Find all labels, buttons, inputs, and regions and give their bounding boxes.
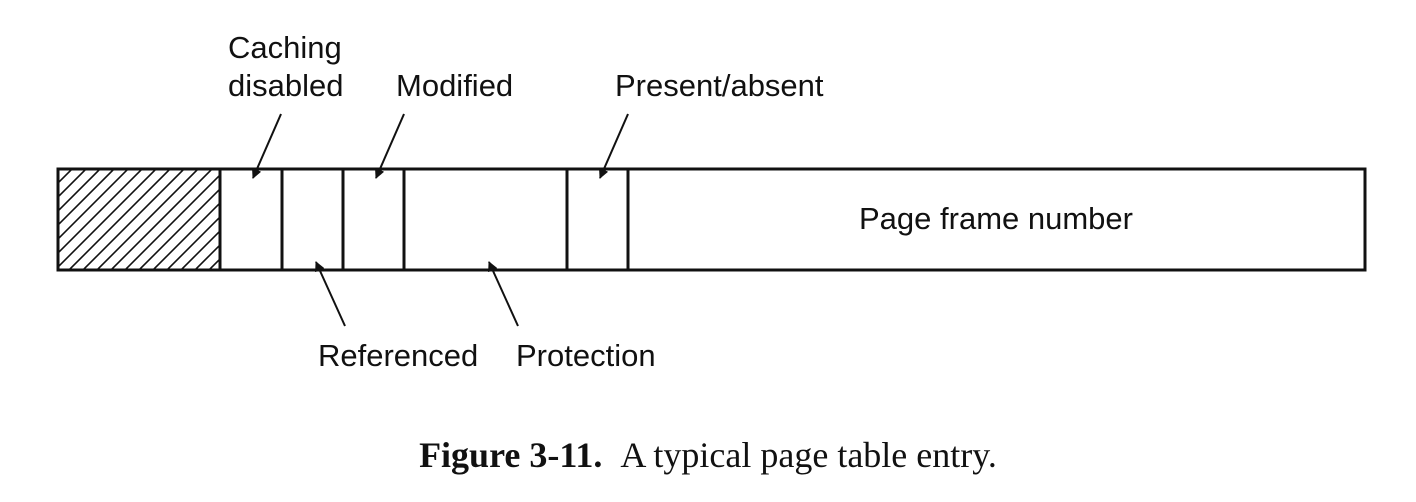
hatch-line (96, 169, 199, 270)
hatch-line (58, 169, 101, 213)
hatch-line (58, 169, 73, 185)
hatch-line (265, 169, 366, 270)
hatch-line (237, 169, 338, 270)
hatch-line (208, 257, 220, 270)
hatch-line (279, 169, 380, 270)
hatch-line (180, 229, 220, 270)
protection-arrow (488, 261, 519, 327)
hatch-line (58, 169, 87, 199)
referenced-label: Referenced (318, 338, 478, 373)
hatch-line (58, 169, 115, 227)
hatch-line (194, 243, 220, 270)
hatch-line (68, 169, 171, 270)
hatch-line (138, 187, 220, 270)
hatch-line (58, 169, 143, 255)
protection-label: Protection (516, 338, 656, 373)
hatch-line (152, 201, 220, 270)
referenced-arrow (315, 261, 346, 327)
hatch-line (223, 169, 324, 270)
hatch-line (110, 169, 213, 270)
hatch-line (166, 215, 220, 270)
caching-disabled-label-line1: Caching (228, 30, 342, 65)
unused-bits-hatched-field (58, 169, 408, 270)
hatch-line (124, 173, 220, 270)
page-table-entry-outline (56, 167, 1367, 272)
modified-label: Modified (396, 68, 513, 103)
modified-arrow (375, 113, 405, 179)
hatch-line (58, 169, 129, 241)
caching-disabled-arrow (252, 113, 282, 179)
figure-caption: Figure 3-11. A typical page table entry. (419, 435, 997, 475)
hatch-line (307, 169, 408, 270)
hatch-line (251, 169, 352, 270)
hatch-line (82, 169, 185, 270)
caching-disabled-label: Caching disabled (228, 30, 350, 103)
hatch-line (58, 169, 157, 269)
hatch-line (58, 169, 59, 171)
figure-number: Figure 3-11. (419, 435, 602, 475)
figure-caption-text: A typical page table entry. (620, 435, 997, 475)
present-absent-label: Present/absent (615, 68, 824, 103)
page-frame-number-label: Page frame number (859, 201, 1133, 236)
present-absent-arrow (599, 113, 629, 179)
caching-disabled-label-line2: disabled (228, 68, 343, 103)
